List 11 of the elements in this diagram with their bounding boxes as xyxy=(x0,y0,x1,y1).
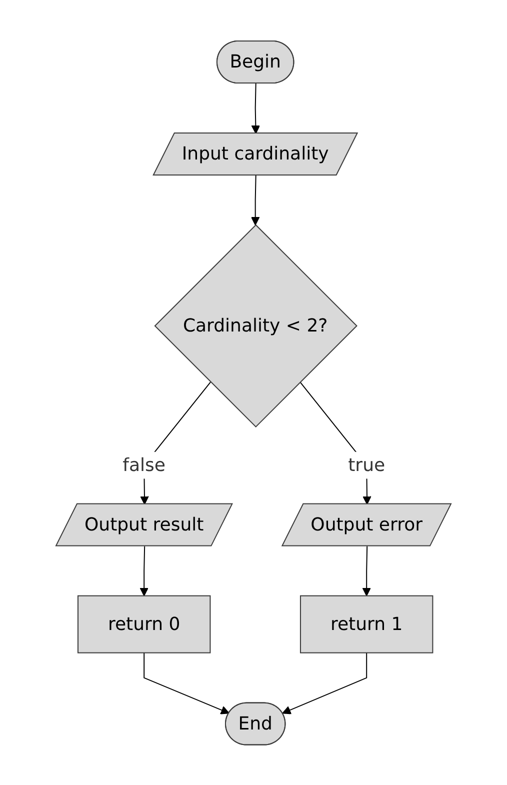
arrow xyxy=(362,545,371,596)
arrow xyxy=(251,82,260,134)
arrow xyxy=(140,545,148,596)
arrow xyxy=(250,174,260,225)
arrow xyxy=(282,652,368,714)
arrow xyxy=(144,652,230,714)
node-diamond: Cardinality < 2? xyxy=(154,224,358,428)
node-box: return 0 xyxy=(77,594,211,653)
edge-label: false xyxy=(122,454,166,476)
node-box: return 1 xyxy=(300,594,434,653)
edge-label: true xyxy=(348,454,386,476)
